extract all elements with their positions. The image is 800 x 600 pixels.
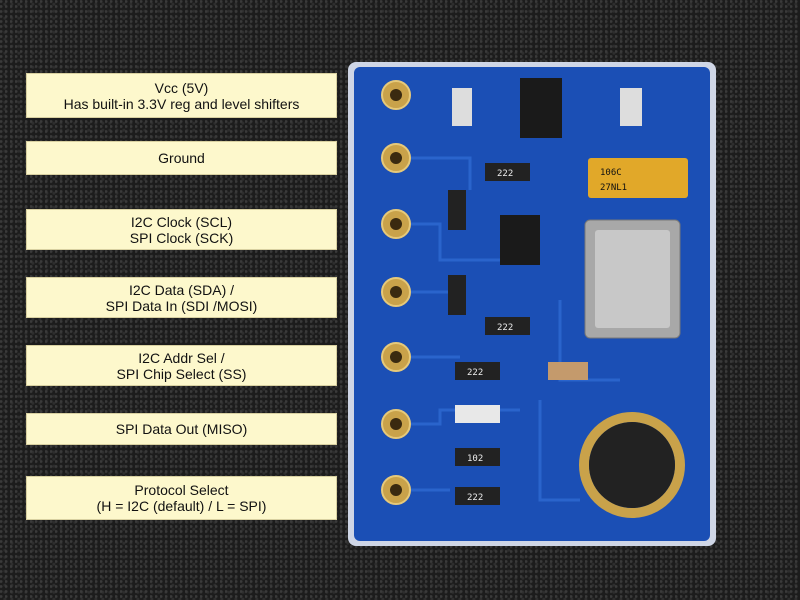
pin-label-line1: Protocol Select: [134, 482, 229, 498]
pin-label-cs: I2C Addr Sel / SPI Chip Select (SS): [26, 345, 337, 386]
pin-label-line1: Vcc (5V): [154, 79, 209, 96]
resistor-marking: 222: [467, 493, 483, 503]
pin-label-line1: Ground: [158, 150, 205, 166]
mounting-hole-center: [589, 422, 675, 508]
ceramic-capacitor: [548, 362, 588, 380]
pressure-sensor: [584, 219, 681, 339]
level-shifter-ic: [500, 215, 540, 265]
pin-label-line2: (H = I2C (default) / L = SPI): [96, 498, 267, 514]
resistors: 222 222 222 102 222: [448, 163, 530, 505]
pin-label-line1: I2C Clock (SCL): [130, 213, 233, 230]
pin-label-vcc: Vcc (5V) Has built-in 3.3V reg and level…: [26, 73, 337, 118]
pin-label-line1: I2C Data (SDA) /: [128, 281, 235, 298]
pin-label-line1: I2C Addr Sel /: [138, 349, 225, 366]
pin-label-line2: SPI Clock (SCK): [129, 229, 234, 246]
tantalum-capacitor: 106C 27NL1: [588, 158, 688, 198]
pin-label-line1: SPI Data Out (MISO): [115, 421, 248, 437]
capacitor: [452, 88, 472, 126]
pin-headers: [381, 80, 411, 505]
mounting-hole: [579, 412, 685, 518]
capacitor: [620, 88, 642, 126]
pin-label-miso: SPI Data Out (MISO): [26, 413, 337, 445]
led: [455, 405, 500, 423]
pin-label-protocol: Protocol Select (H = I2C (default) / L =…: [26, 476, 337, 520]
pin-label-ground: Ground: [26, 141, 337, 175]
capacitor-marking: 27NL1: [600, 183, 627, 193]
pin-label-scl: I2C Clock (SCL) SPI Clock (SCK): [26, 209, 337, 250]
resistor-marking: 222: [497, 169, 513, 179]
pin-label-line2: Has built-in 3.3V reg and level shifters: [63, 95, 300, 112]
pin-label-line2: SPI Chip Select (SS): [116, 365, 247, 382]
voltage-regulator: [520, 78, 562, 138]
resistor-marking: 222: [497, 323, 513, 333]
pin-label-sda: I2C Data (SDA) / SPI Data In (SDI /MOSI): [26, 277, 337, 318]
resistor-marking: 222: [467, 368, 483, 378]
pin-label-line2: SPI Data In (SDI /MOSI): [105, 297, 258, 314]
resistor-marking: 102: [467, 454, 483, 464]
capacitor-marking: 106C: [600, 168, 622, 178]
